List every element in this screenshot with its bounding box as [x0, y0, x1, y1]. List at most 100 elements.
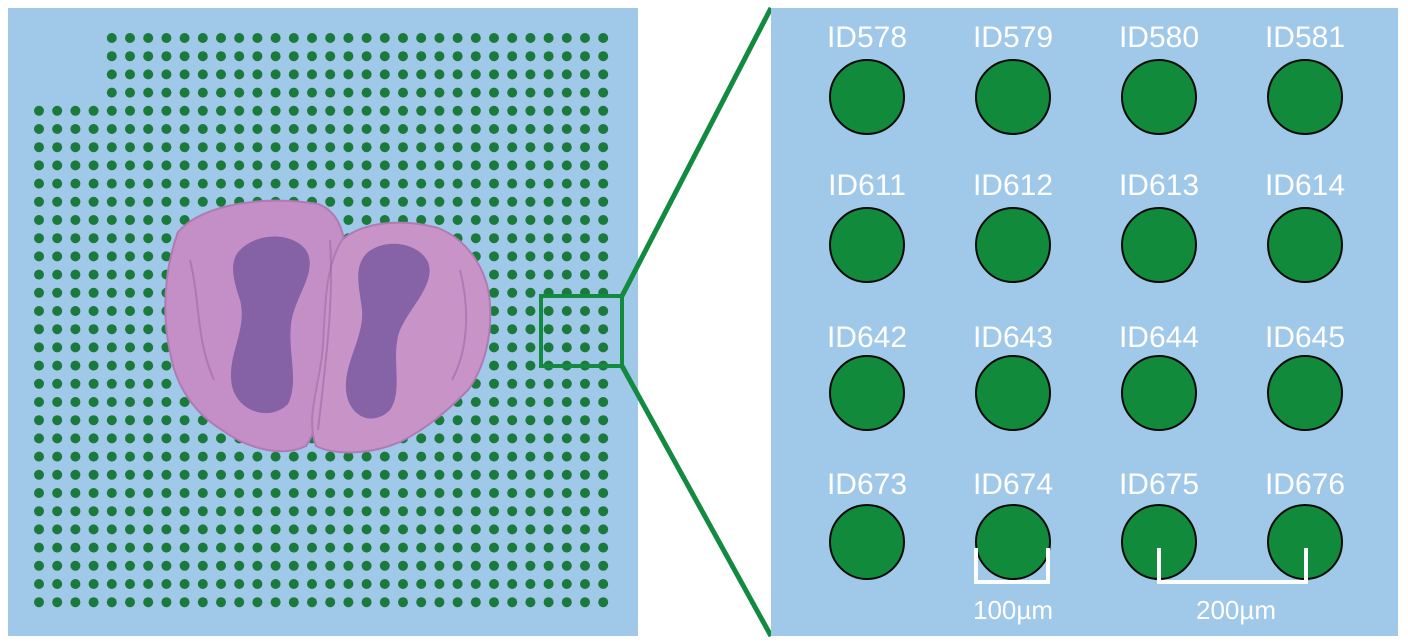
array-spot: [270, 142, 281, 153]
array-spot: [561, 415, 572, 426]
array-spot: [343, 105, 354, 116]
spot-id675: ID675: [1119, 468, 1199, 580]
array-spot: [216, 506, 226, 517]
array-spot: [489, 287, 499, 298]
array-spot: [52, 324, 63, 335]
array-spot: [106, 378, 117, 389]
array-spot: [70, 360, 81, 371]
array-spot: [125, 306, 135, 316]
array-spot: [379, 124, 390, 134]
array-spot: [106, 124, 117, 134]
array-spot: [452, 215, 463, 225]
array-spot: [452, 142, 463, 153]
array-spot: [343, 488, 354, 498]
array-spot: [580, 488, 590, 498]
array-spot: [52, 215, 63, 225]
array-spot: [470, 51, 481, 62]
array-spot: [580, 542, 590, 553]
array-spot: [361, 33, 372, 43]
array-spot: [416, 597, 427, 608]
array-spot: [34, 215, 44, 225]
array-spot: [598, 69, 609, 80]
array-spot: [307, 105, 317, 116]
array-spot: [252, 469, 263, 480]
tissue-right-dense-region: [345, 243, 430, 419]
array-spot: [234, 105, 245, 116]
array-spot: [598, 105, 609, 116]
array-spot: [161, 415, 172, 426]
array-spot: [143, 360, 154, 371]
array-spot: [416, 87, 427, 98]
array-spot: [580, 506, 590, 517]
array-spot: [197, 597, 208, 608]
array-spot: [70, 178, 81, 189]
array-spot: [270, 69, 281, 80]
spot-id612: ID612: [973, 169, 1053, 283]
array-spot: [70, 287, 81, 298]
array-spot: [398, 469, 408, 480]
array-spot: [161, 233, 172, 244]
array-spot: [398, 524, 408, 535]
array-spot: [561, 469, 572, 480]
spot-id-label: ID644: [1119, 321, 1199, 354]
array-spot: [470, 33, 481, 43]
array-spot: [361, 142, 372, 153]
array-spot: [106, 324, 117, 335]
array-spot: [507, 142, 518, 153]
array-spot: [325, 560, 336, 571]
array-spot: [88, 251, 99, 262]
array-spot: [343, 51, 354, 62]
array-spot: [143, 506, 154, 517]
array-spot: [379, 87, 390, 98]
array-spot: [416, 124, 427, 134]
array-spot: [52, 251, 63, 262]
array-spot: [507, 306, 518, 316]
array-spot: [507, 287, 518, 298]
spot-id-label: ID674: [973, 468, 1053, 501]
array-spot: [525, 269, 536, 280]
spot-id-label: ID614: [1265, 169, 1345, 202]
array-spot: [252, 87, 263, 98]
array-spot: [234, 488, 245, 498]
array-spot: [288, 124, 299, 134]
array-spot: [598, 233, 609, 244]
array-spot: [288, 506, 299, 517]
array-spot: [143, 451, 154, 462]
array-spot: [379, 196, 390, 207]
array-spot: [70, 469, 81, 480]
array-spot: [416, 451, 427, 462]
array-spot: [343, 215, 354, 225]
array-spot: [598, 342, 609, 353]
array-spot: [307, 579, 317, 589]
array-spot: [34, 287, 44, 298]
array-spot: [580, 397, 590, 407]
array-spot: [125, 488, 135, 498]
array-spot: [125, 524, 135, 535]
array-spot: [489, 160, 499, 171]
array-spot: [52, 142, 63, 153]
array-spot: [561, 324, 572, 335]
array-spot: [598, 397, 609, 407]
array-spot: [507, 51, 518, 62]
array-spot: [70, 451, 81, 462]
array-spot: [489, 324, 499, 335]
array-spot: [161, 506, 172, 517]
array-spot: [197, 579, 208, 589]
array-spot: [379, 469, 390, 480]
array-spot: [161, 378, 172, 389]
array-spot: [288, 105, 299, 116]
array-spot: [489, 51, 499, 62]
array-spot: [88, 451, 99, 462]
array-spot: [143, 324, 154, 335]
array-spot: [507, 415, 518, 426]
array-spot: [34, 105, 44, 116]
array-spot: [88, 178, 99, 189]
array-spot: [161, 142, 172, 153]
array-spot: [70, 415, 81, 426]
array-spot: [416, 69, 427, 80]
array-spot: [216, 33, 226, 43]
array-spot: [88, 233, 99, 244]
array-spot: [179, 178, 190, 189]
array-spot: [216, 142, 226, 153]
array-spot: [70, 433, 81, 444]
